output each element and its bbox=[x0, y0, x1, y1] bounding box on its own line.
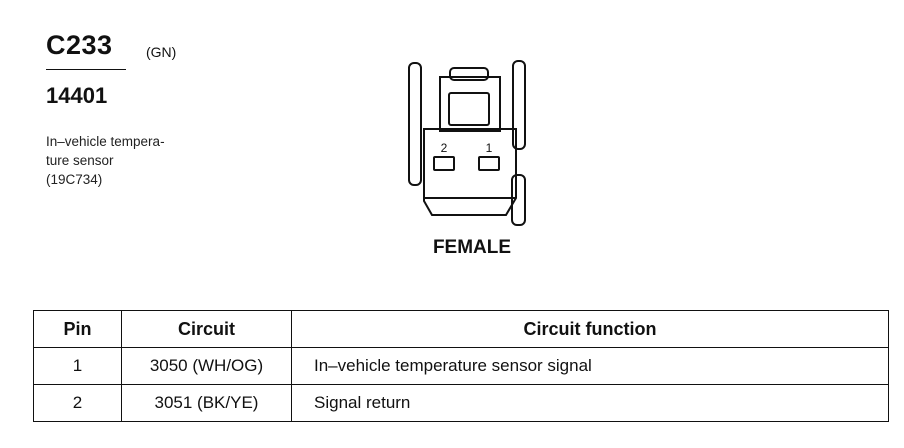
connector-id: C233 bbox=[46, 30, 113, 60]
top-window bbox=[448, 92, 490, 126]
table-row: 1 3050 (WH/OG) In–vehicle temperature se… bbox=[33, 347, 889, 385]
function-cell: In–vehicle temperature sensor signal bbox=[291, 347, 889, 385]
pin-table: Pin Circuit Circuit function 1 3050 (WH/… bbox=[33, 310, 889, 422]
circuit-cell: 3051 (BK/YE) bbox=[121, 384, 292, 422]
right-latch-upper bbox=[512, 60, 526, 150]
connector-id-underline bbox=[46, 69, 126, 70]
pin-label: 1 bbox=[486, 141, 493, 155]
table-row: 2 3051 (BK/YE) Signal return bbox=[33, 384, 889, 422]
pin-label: 2 bbox=[441, 141, 448, 155]
color-code: (GN) bbox=[146, 44, 177, 60]
top-tab bbox=[449, 67, 489, 81]
description-line: (19C734) bbox=[46, 172, 103, 187]
column-header: Pin bbox=[33, 310, 122, 348]
table-header-row: Pin Circuit Circuit function bbox=[33, 310, 889, 348]
top-housing bbox=[439, 76, 501, 132]
right-latch-lower bbox=[511, 174, 526, 226]
pin-cavity bbox=[433, 156, 455, 171]
left-latch bbox=[408, 62, 422, 186]
column-header: Circuit function bbox=[291, 310, 889, 348]
connector-gender-label: FEMALE bbox=[432, 237, 512, 258]
function-cell: Signal return bbox=[291, 384, 889, 422]
pin-cell: 2 bbox=[33, 384, 122, 422]
pin-cavity bbox=[478, 156, 500, 171]
description-line: In–vehicle tempera- bbox=[46, 134, 165, 149]
connector-face-diagram: 2 1 bbox=[408, 60, 526, 226]
description-line: ture sensor bbox=[46, 153, 114, 168]
pin-cell: 1 bbox=[33, 347, 122, 385]
column-header: Circuit bbox=[121, 310, 292, 348]
connector-body bbox=[423, 128, 517, 216]
part-number: 14401 bbox=[46, 83, 108, 108]
connector-description: In–vehicle tempera- ture sensor (19C734) bbox=[46, 132, 165, 189]
circuit-cell: 3050 (WH/OG) bbox=[121, 347, 292, 385]
